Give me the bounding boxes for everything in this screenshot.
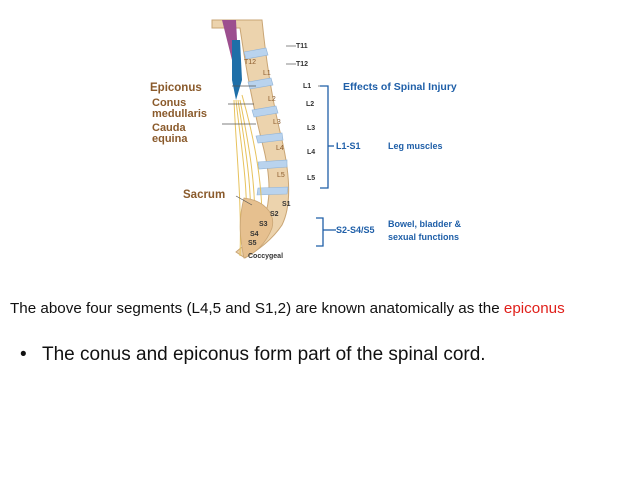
spinal-column	[211, 19, 290, 259]
label-cauda-2: equina	[152, 133, 188, 145]
label-sacrum: Sacrum	[183, 189, 225, 201]
vertebra-label: L1	[263, 70, 271, 77]
caption: The above four segments (L4,5 and S1,2) …	[10, 300, 635, 317]
vertebra-label: L5	[277, 172, 285, 179]
bracket-l1-s1	[320, 85, 334, 189]
range-l1-s1: L1-S1	[336, 141, 361, 151]
nerve-label: L4	[307, 149, 315, 156]
bracket-s2-s5	[316, 217, 336, 247]
label-epiconus: Epiconus	[150, 82, 202, 94]
effect-sexual: sexual functions	[388, 232, 459, 242]
nerve-label: T12	[296, 61, 308, 68]
vertebra-label: L2	[268, 96, 276, 103]
caption-highlight-epiconus: epiconus	[503, 300, 565, 317]
nerve-label: L3	[307, 125, 315, 132]
label-cauda-1: Cauda	[152, 122, 187, 134]
nerve-label: S2	[270, 211, 279, 218]
nerve-label: S5	[248, 240, 257, 247]
nerve-label: S4	[250, 231, 259, 238]
nerve-label: L5	[307, 175, 315, 182]
caption-text: The above four segments (L4,5 and S1,2) …	[10, 300, 504, 317]
label-conus-1: Conus	[152, 97, 186, 109]
nerve-label: L1	[303, 83, 311, 90]
nerve-label: L2	[306, 101, 314, 108]
nerve-label: S1	[282, 201, 291, 208]
effect-leg-muscles: Leg muscles	[388, 141, 443, 151]
label-conus-2: medullaris	[152, 108, 207, 120]
nerve-label: T11	[296, 43, 308, 50]
vertebra-label: L4	[276, 145, 284, 152]
range-s2-s5: S2-S4/S5	[336, 225, 375, 235]
effect-bowel: Bowel, bladder &	[388, 219, 462, 229]
nerve-label: Coccygeal	[248, 253, 283, 260]
vertebra-label: L3	[273, 119, 281, 126]
nerve-label: S3	[259, 221, 268, 228]
effects-title: Effects of Spinal Injury	[343, 81, 457, 93]
spine-diagram: Epiconus Conus medullaris Cauda equina S…	[150, 19, 462, 260]
bullet-item: • The conus and epiconus form part of the…	[20, 344, 486, 366]
bullet-marker: •	[20, 344, 27, 365]
bullet-text: The conus and epiconus form part of the …	[42, 344, 486, 365]
vertebra-label: T12	[244, 59, 256, 66]
